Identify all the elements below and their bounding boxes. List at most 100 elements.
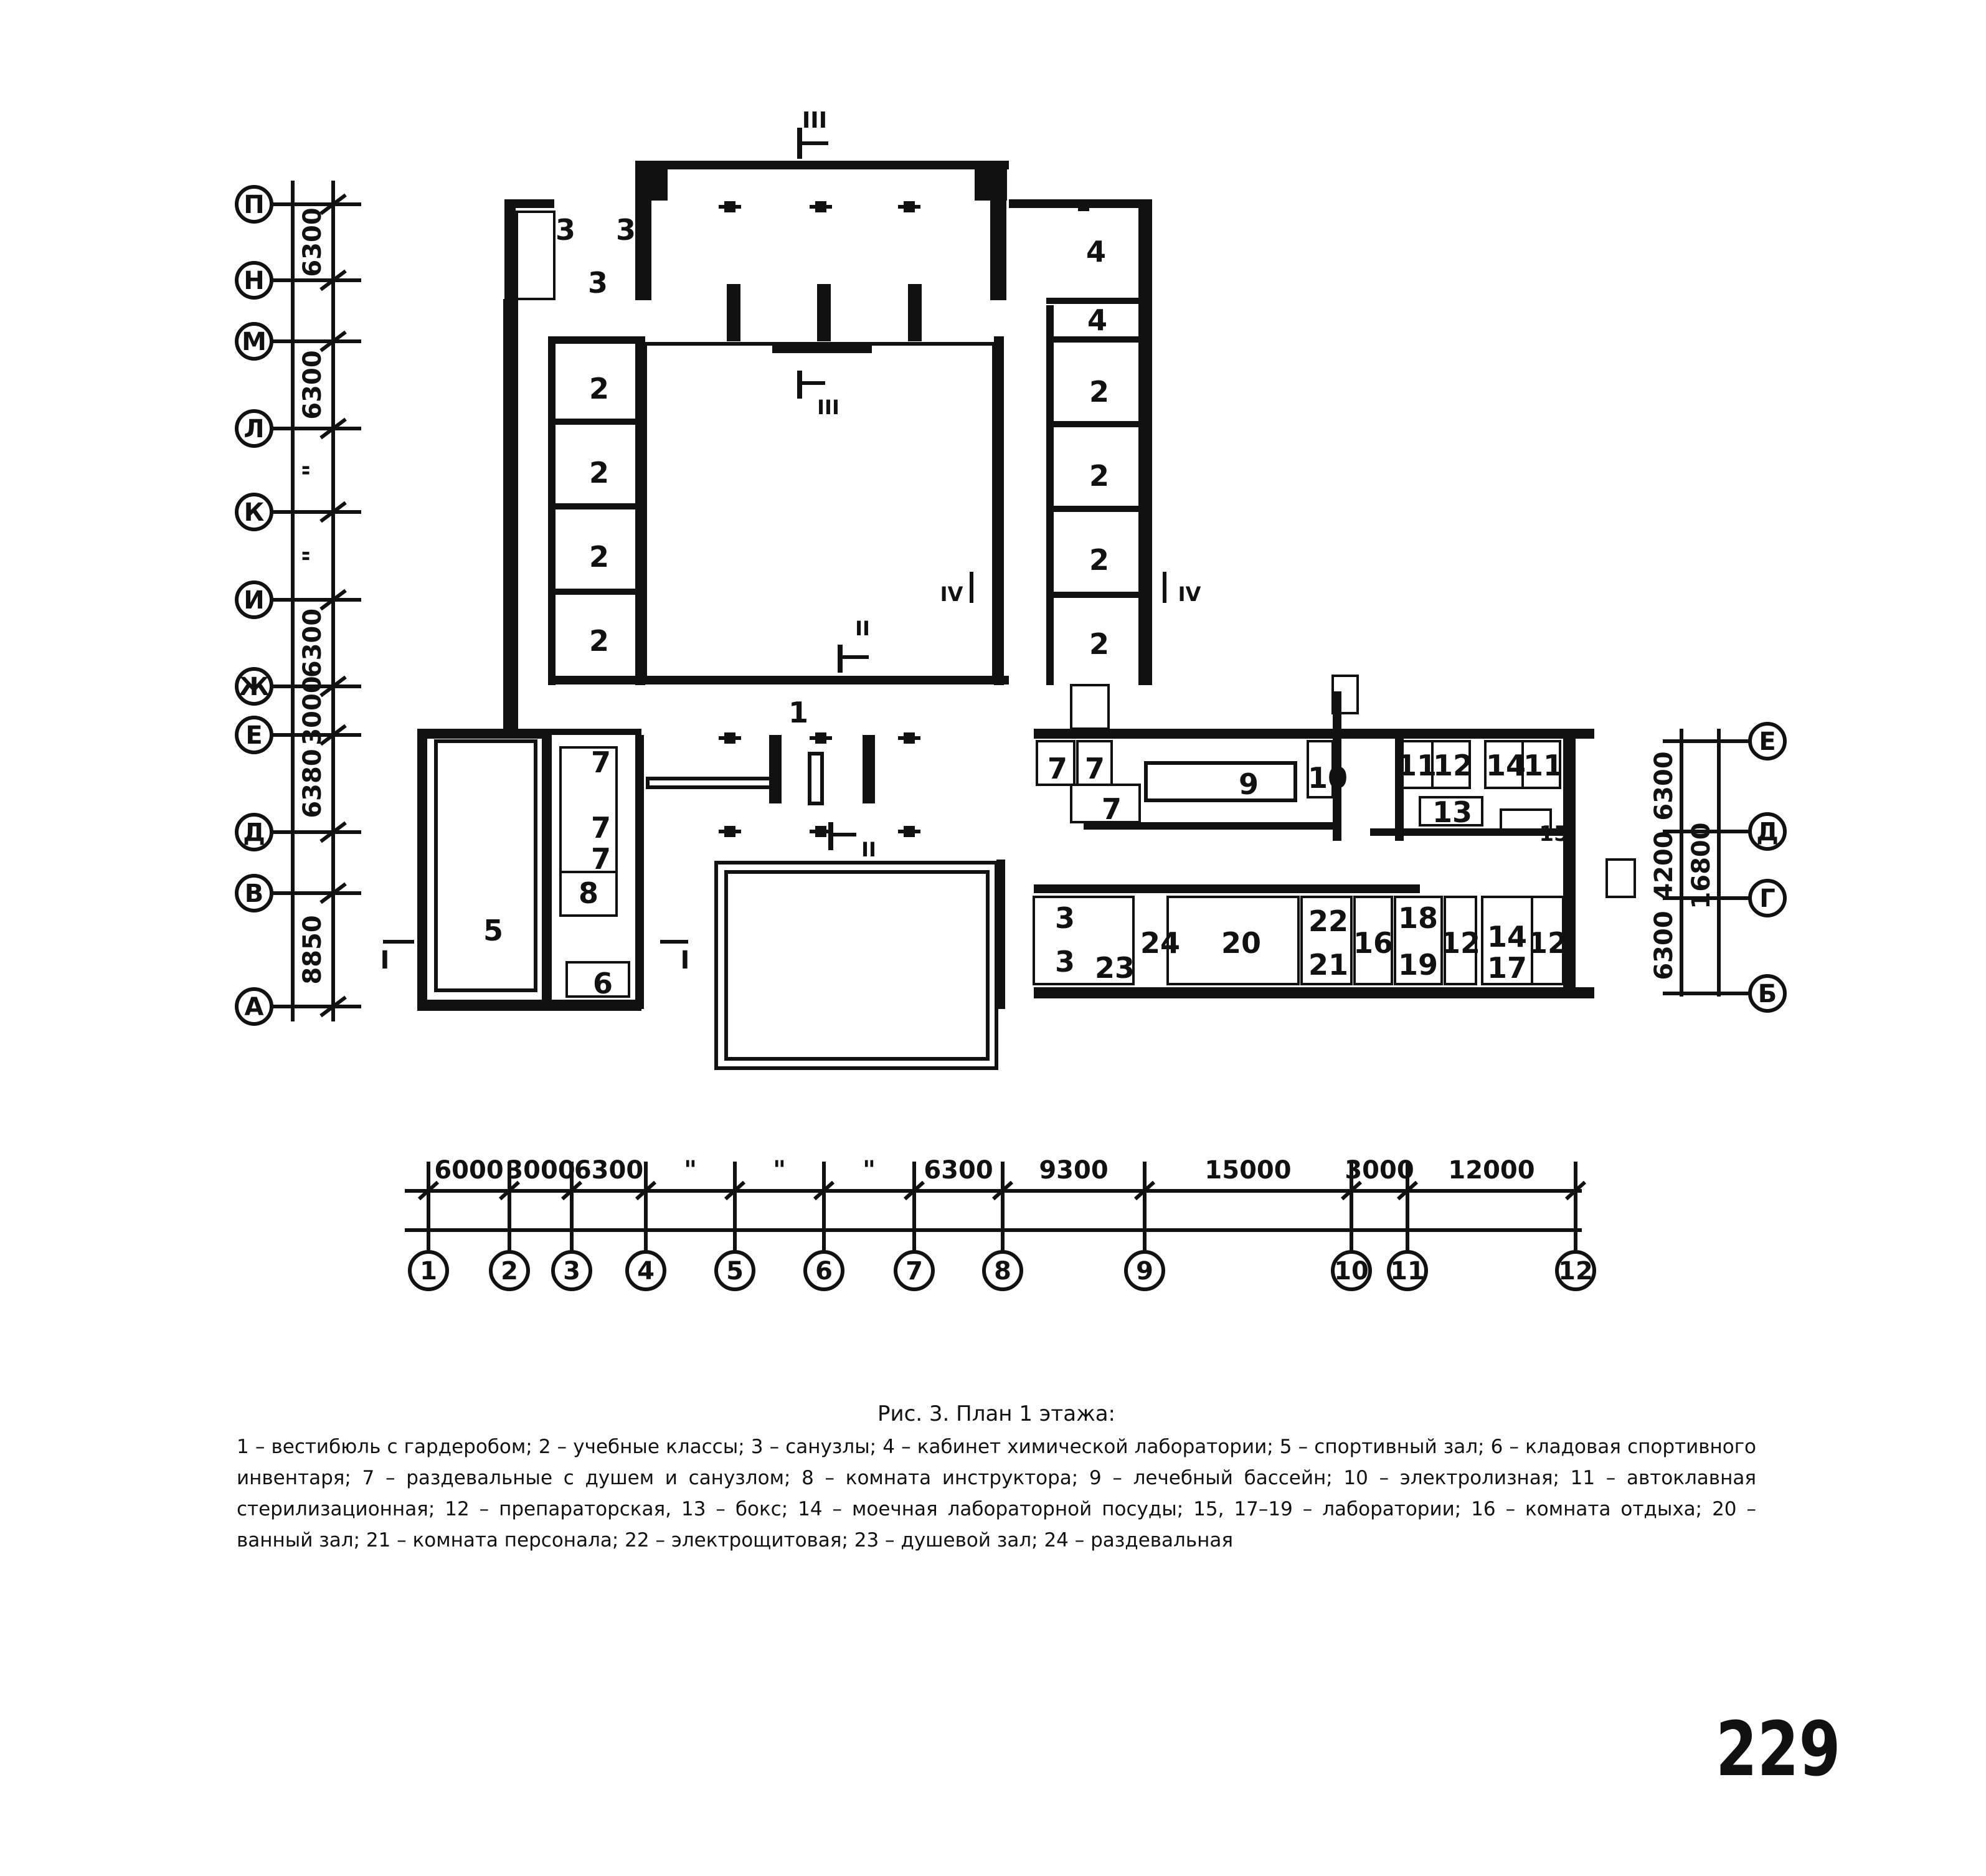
dimension-value: " xyxy=(298,549,327,562)
axis-label: 7 xyxy=(906,1257,923,1286)
room-label: 2 xyxy=(1089,627,1109,661)
room-label: 7 xyxy=(1047,752,1067,785)
section-mark: I xyxy=(381,940,414,975)
room-label: 2 xyxy=(589,456,609,490)
dimension-value: 6300 xyxy=(298,207,327,277)
room-label: 12 xyxy=(1433,749,1473,782)
room-label: 2 xyxy=(589,624,609,658)
room-label: 3 xyxy=(1055,945,1075,978)
axis-label: Ж xyxy=(239,673,270,701)
room-label: 2 xyxy=(589,372,609,405)
section-mark: I xyxy=(660,940,689,975)
room-label: 7 xyxy=(591,842,611,876)
room-label: 16 xyxy=(1353,926,1393,960)
dimension-value: 9300 xyxy=(1039,1156,1108,1185)
axis-label: 10 xyxy=(1334,1257,1369,1286)
dimension-value: 3000 xyxy=(298,676,327,745)
axis-label: Л xyxy=(244,415,264,443)
dimension-value: 6300 xyxy=(924,1156,993,1185)
room-label: 21 xyxy=(1308,948,1348,982)
room-label: 12 xyxy=(1528,926,1568,960)
dimension-value: 6300 xyxy=(1650,911,1678,980)
column-mark xyxy=(898,826,920,837)
axis-marker: 9 xyxy=(1124,1162,1165,1291)
column-mark xyxy=(898,732,920,744)
room-label: 3 xyxy=(1055,901,1075,935)
axis-label: 12 xyxy=(1558,1257,1593,1286)
room-label: 7 xyxy=(591,811,611,845)
axis-marker: 2 xyxy=(489,1162,530,1291)
svg-text:IV: IV xyxy=(1178,582,1201,606)
room-label: 1 xyxy=(788,696,808,729)
axis-marker: 10 xyxy=(1331,1162,1372,1291)
axis-marker: 3 xyxy=(551,1162,592,1291)
axis-label: В xyxy=(245,879,264,908)
column-mark xyxy=(898,201,920,212)
room-label: 14 xyxy=(1487,920,1527,954)
room-label: 10 xyxy=(1308,761,1348,795)
room-label: 3 xyxy=(616,213,636,247)
room-label: 11 xyxy=(1523,749,1563,782)
room-label: 12 xyxy=(1440,926,1480,960)
axis-label: 4 xyxy=(637,1257,655,1286)
axis-label: 3 xyxy=(563,1257,580,1286)
column-mark xyxy=(719,201,741,212)
axis-label: М xyxy=(242,328,267,356)
dimension-value: 15000 xyxy=(1204,1156,1291,1185)
dimension-value: " xyxy=(298,464,327,477)
column-mark xyxy=(810,201,832,212)
dimension-value: 3000 xyxy=(506,1156,575,1185)
room-label: 2 xyxy=(1089,459,1109,493)
dimension-value: " xyxy=(863,1156,876,1185)
axis-label: Е xyxy=(245,721,262,750)
column-mark xyxy=(1072,200,1095,211)
axis-marker: П xyxy=(235,185,361,224)
dimension-value: " xyxy=(773,1156,786,1185)
room-label: 22 xyxy=(1308,904,1348,938)
axis-marker: 11 xyxy=(1387,1162,1428,1291)
dimension-value: 6300 xyxy=(298,609,327,678)
axis-marker: Г xyxy=(1663,879,1787,917)
axis-label: 11 xyxy=(1390,1257,1425,1286)
axis-marker: Л xyxy=(235,409,361,448)
axis-label: П xyxy=(244,191,264,219)
section-mark: IV xyxy=(1163,572,1201,606)
room-label: 13 xyxy=(1432,795,1472,829)
axis-label: И xyxy=(244,586,264,615)
axis-marker: 1 xyxy=(408,1162,449,1291)
room-label: 4 xyxy=(1087,303,1107,337)
dimension-value: 3000 xyxy=(1345,1156,1414,1185)
axis-label: Г xyxy=(1759,884,1776,913)
axis-label: 6 xyxy=(815,1257,833,1286)
figure-caption: Рис. 3. План 1 этажа: 1 – вестибюль с га… xyxy=(237,1401,1756,1556)
dimension-value: 12000 xyxy=(1448,1156,1534,1185)
axis-marker: 5 xyxy=(714,1162,755,1291)
room-label: 14 xyxy=(1486,749,1526,782)
section-mark: IV xyxy=(940,572,973,606)
axis-label: 2 xyxy=(501,1257,518,1286)
room-label: 15 xyxy=(1539,822,1568,846)
axis-label: Д xyxy=(243,818,265,847)
section-mark: II xyxy=(828,822,876,861)
caption-legend: 1 – вестибюль с гардеробом; 2 – учебные … xyxy=(237,1436,1756,1551)
axis-marker: 12 xyxy=(1555,1162,1596,1291)
axis-marker: 8 xyxy=(982,1162,1023,1291)
dimension-value: 6000 xyxy=(434,1156,503,1185)
axis-marker: Ж xyxy=(235,667,361,706)
axis-label: 8 xyxy=(994,1257,1011,1286)
right-dimension-chain xyxy=(1680,729,1721,997)
axis-marker: 4 xyxy=(625,1162,666,1291)
axis-label: Д xyxy=(1756,818,1779,846)
room-label: 5 xyxy=(483,914,503,947)
structural-columns xyxy=(719,200,1095,837)
dimension-value: 6300 xyxy=(574,1156,643,1185)
axis-marker: Е xyxy=(235,716,361,754)
axis-marker: И xyxy=(235,580,361,619)
dimension-value: 16800 xyxy=(1687,822,1716,909)
dimension-value: 8850 xyxy=(298,915,327,984)
